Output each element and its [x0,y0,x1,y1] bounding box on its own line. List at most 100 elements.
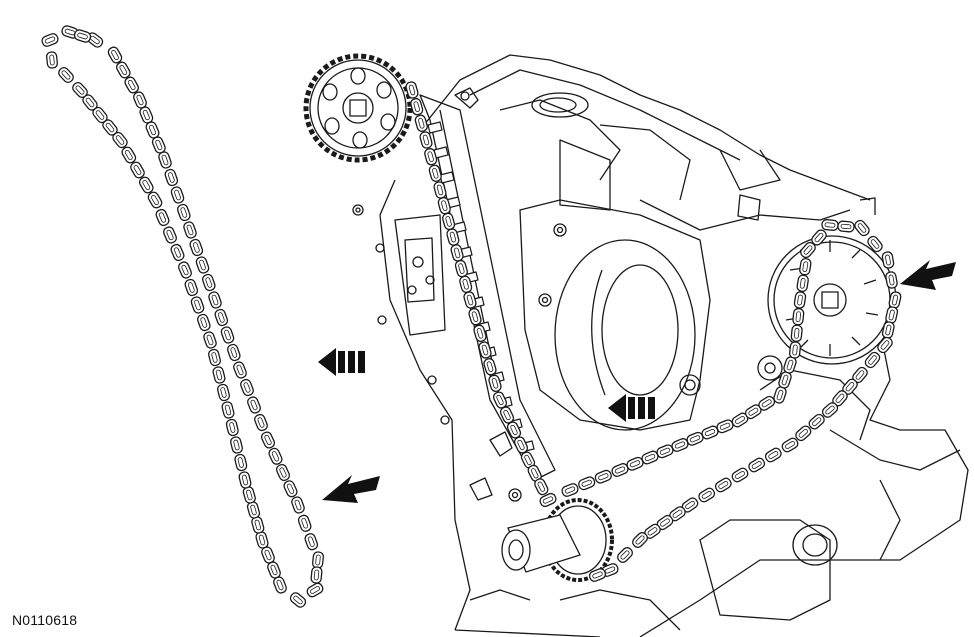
chain-link [206,290,224,310]
chain-link [175,202,192,223]
black-arrow-icon [322,475,380,503]
chain-link [836,220,856,233]
chain-link [593,468,614,485]
chain-link [250,515,266,535]
right-cam-sprocket [767,235,897,365]
chain-link [106,44,124,66]
chain-link [788,340,802,360]
chain-link [163,167,180,188]
chain-link [281,478,300,499]
chain-link [696,485,717,505]
chain-link [233,452,249,473]
chain-link [413,113,429,133]
chain-link [114,59,133,81]
chain-link [200,272,217,293]
chain-link [225,342,242,363]
chain-link [532,476,551,497]
chain-link [289,495,307,515]
chain-link [189,295,206,315]
chain-link [237,470,253,490]
chain-link [201,330,219,350]
chain-link [207,347,222,368]
chain-link [779,435,801,455]
chain-link [462,290,478,310]
chain-link [128,159,147,181]
chain-link [45,50,59,70]
chain-link [482,356,498,377]
chain-link [798,257,813,277]
chain-link [791,307,805,326]
chain-link [441,211,457,232]
chain-link [72,28,93,44]
chain-link [729,465,751,485]
chain-link [156,150,174,170]
chain-guide-teeth [427,121,535,453]
chain-link [252,412,270,433]
chain-link [219,325,236,345]
upper-cam-sprocket [303,53,413,163]
chain-link [715,417,735,435]
figure-id-label: N0110618 [12,612,78,628]
chain-link [303,531,320,552]
chain-link [560,481,580,499]
chain-link [238,377,256,398]
crankshaft-sprocket [501,498,614,582]
chain-link [746,455,767,475]
chain-link [245,500,262,520]
chain-link [122,74,141,96]
chain-link [216,382,231,403]
chain-link [449,243,465,263]
chain-link [259,429,277,451]
chain-link [288,590,308,610]
chain-link [296,513,313,534]
chain-link [576,475,597,492]
chain-link [795,273,810,293]
chain-link [310,565,323,585]
chain-link [195,312,212,333]
chain-link [176,260,194,280]
timing-chain-loose [40,24,326,610]
chain-link [194,255,211,275]
chain-link [266,446,285,467]
chain-link [188,237,205,258]
chain-link [154,207,171,228]
chain-link [220,400,236,420]
direction-of-travel-arrow-icon [608,394,655,422]
chain-link [793,290,807,310]
chain-link [615,545,635,565]
chain-link [467,306,483,327]
chain-link [790,324,804,343]
chain-link [418,130,434,150]
chain-link [453,258,469,279]
chain-link [183,277,200,298]
chain-link [820,218,840,232]
black-arrow-icon [900,260,956,290]
chain-link [713,475,734,495]
chain-link [169,242,186,263]
chain-link [56,65,76,85]
chain-link [763,445,784,465]
chain-link [40,31,60,49]
chain-link [229,435,244,455]
chain-link [304,580,326,600]
direction-of-travel-arrow-icon [318,348,365,376]
chain-link [311,550,325,570]
chain-link [169,185,186,205]
chain-link [211,365,227,385]
engine-front-cover [352,54,969,637]
chain-link [245,395,263,415]
chain-link [241,485,257,505]
chain-link [119,144,138,166]
chain-link [852,217,872,239]
chain-link [231,360,249,380]
chain-link [274,462,292,483]
chain-link [432,180,448,200]
chain-link [137,174,156,196]
chain-link [145,189,165,211]
chain-link [224,417,240,438]
chain-link [254,530,270,550]
chain-link [161,225,179,245]
chain-link [213,307,230,328]
chain-link [181,220,199,240]
